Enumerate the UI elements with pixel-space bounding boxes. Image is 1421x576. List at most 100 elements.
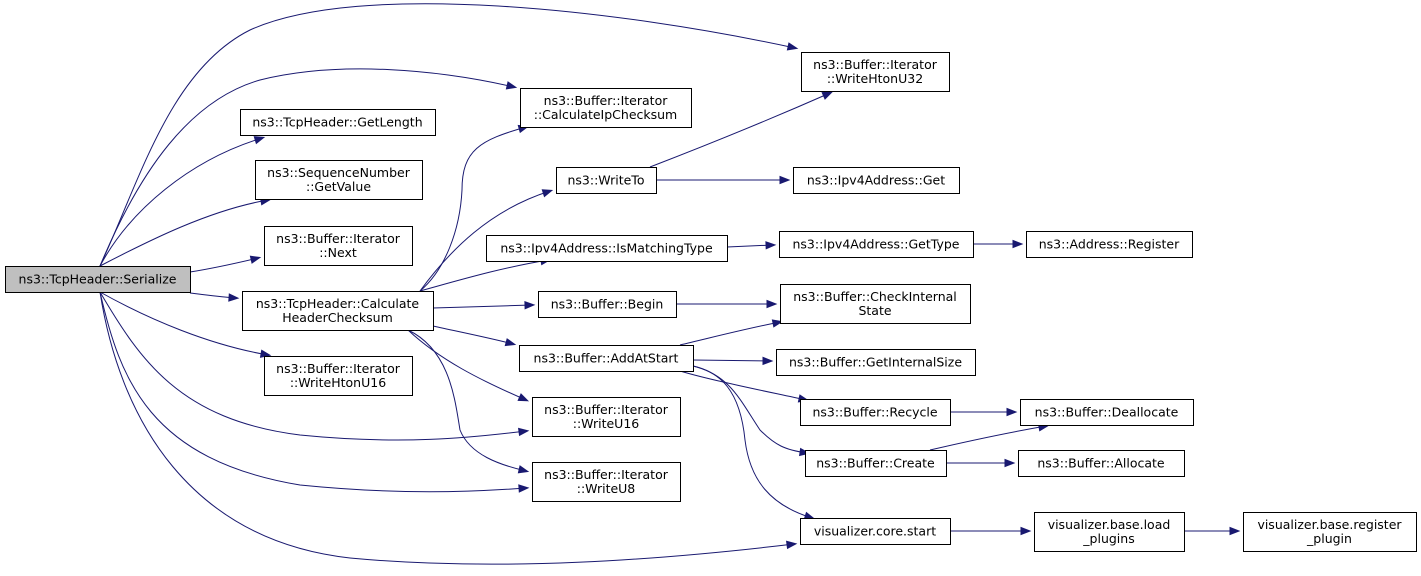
- arrowhead-icon: [517, 393, 530, 402]
- node-label: visualizer.core.start: [814, 524, 936, 539]
- node-ismatchingtype[interactable]: ns3::Ipv4Address::IsMatchingType: [486, 235, 728, 262]
- node-label: ns3::WriteTo: [568, 173, 645, 188]
- node-corestart[interactable]: visualizer.core.start: [800, 518, 951, 545]
- node-label: ns3::TcpHeader::Serialize: [19, 272, 177, 287]
- node-ipv4gettype[interactable]: ns3::Ipv4Address::GetType: [779, 231, 974, 258]
- node-label: ns3::Buffer::AddAtStart: [534, 351, 679, 366]
- node-writehtonu16[interactable]: ns3::Buffer::Iterator::WriteHtonU16: [264, 356, 413, 396]
- node-box: [1034, 512, 1185, 552]
- node-label: ns3::Buffer::Allocate: [1037, 456, 1165, 471]
- node-label: HeaderChecksum: [282, 310, 393, 325]
- arrowhead-icon: [1020, 526, 1032, 536]
- node-label: visualizer.base.register: [1257, 517, 1402, 532]
- arrowhead-icon: [541, 189, 554, 198]
- node-addatstart[interactable]: ns3::Buffer::AddAtStart: [519, 345, 694, 372]
- node-label: ns3::Buffer::Iterator: [544, 467, 669, 482]
- arrowhead-icon: [771, 319, 784, 328]
- edge-bufferbegin-to-checkinternalstate: [676, 299, 778, 309]
- edge-ipv4gettype-to-addressregister: [973, 239, 1024, 249]
- node-ipv4get[interactable]: ns3::Ipv4Address::Get: [793, 167, 960, 194]
- node-box: [1020, 399, 1194, 426]
- edge-line: [419, 259, 549, 292]
- node-serialize[interactable]: ns3::TcpHeader::Serialize: [5, 266, 191, 293]
- node-label: ::WriteU16: [573, 416, 640, 431]
- edge-serialize-to-getlength: [99, 136, 266, 267]
- node-getinternalsize[interactable]: ns3::Buffer::GetInternalSize: [776, 349, 976, 376]
- edge-serialize-to-writehtonu16: [99, 291, 272, 358]
- edge-serialize-to-calcheaderchecksum: [189, 292, 240, 302]
- arrowhead-icon: [765, 241, 777, 250]
- edge-calcheaderchecksum-to-ismatchingtype: [419, 257, 552, 292]
- node-writeu16[interactable]: ns3::Buffer::Iterator::WriteU16: [532, 397, 681, 437]
- edge-line: [99, 3, 796, 267]
- node-allocate[interactable]: ns3::Buffer::Allocate: [1018, 450, 1185, 477]
- node-label: State: [858, 303, 891, 318]
- node-iternext[interactable]: ns3::Buffer::Iterator::Next: [264, 226, 413, 266]
- node-deallocate[interactable]: ns3::Buffer::Deallocate: [1020, 399, 1194, 426]
- node-label: ns3::Buffer::Deallocate: [1035, 405, 1179, 420]
- node-box: [793, 167, 960, 194]
- node-label: ns3::Buffer::Iterator: [276, 231, 401, 246]
- edge-calcheaderchecksum-to-writeu8: [407, 329, 530, 474]
- node-create[interactable]: ns3::Buffer::Create: [805, 450, 947, 477]
- node-calcipchecksum[interactable]: ns3::Buffer::Iterator::CalculateIpChecks…: [520, 88, 692, 128]
- arrowhead-icon: [253, 136, 266, 145]
- node-box: [519, 345, 694, 372]
- node-addressregister[interactable]: ns3::Address::Register: [1026, 231, 1193, 258]
- edge-calcheaderchecksum-to-writeto: [419, 189, 554, 292]
- node-writehtonu32[interactable]: ns3::Buffer::Iterator::WriteHtonU32: [801, 52, 950, 92]
- node-box: [556, 167, 657, 194]
- edge-line: [99, 199, 269, 267]
- node-seqgetvalue[interactable]: ns3::SequenceNumber::GetValue: [255, 160, 423, 200]
- edge-line: [407, 329, 527, 472]
- node-label: ns3::Buffer::Begin: [551, 297, 664, 312]
- node-label: ns3::Ipv4Address::GetType: [793, 237, 960, 252]
- edge-line: [929, 425, 1047, 451]
- edge-writeto-to-writehtonu32: [649, 91, 834, 168]
- arrowhead-icon: [518, 427, 530, 437]
- edge-serialize-to-writeu16: [99, 291, 530, 441]
- arrowhead-icon: [1004, 458, 1016, 468]
- edge-line: [679, 370, 807, 401]
- node-label: ns3::Address::Register: [1039, 237, 1180, 252]
- edge-serialize-to-corestart: [99, 291, 798, 565]
- edge-recycle-to-deallocate: [950, 407, 1018, 417]
- edge-line: [692, 365, 813, 519]
- edge-line: [407, 329, 527, 401]
- edge-serialize-to-iternext: [189, 255, 262, 273]
- node-label: visualizer.base.load: [1048, 517, 1171, 532]
- nodes-layer: ns3::TcpHeader::Serializens3::Buffer::It…: [5, 52, 1417, 552]
- node-label: ns3::Buffer::Iterator: [813, 57, 938, 72]
- edge-corestart-to-loadplugins: [950, 526, 1032, 536]
- arrowhead-icon: [517, 465, 530, 474]
- node-box: [1026, 231, 1193, 258]
- node-box: [776, 349, 976, 376]
- node-writeto[interactable]: ns3::WriteTo: [556, 167, 657, 194]
- node-writeu8[interactable]: ns3::Buffer::Iterator::WriteU8: [532, 462, 681, 502]
- node-label: ns3::Buffer::Recycle: [812, 405, 937, 420]
- arrowhead-icon: [1006, 407, 1018, 417]
- edge-line: [99, 291, 527, 441]
- node-bufferbegin[interactable]: ns3::Buffer::Begin: [538, 291, 677, 318]
- edge-line: [432, 325, 514, 345]
- arrowhead-icon: [524, 300, 536, 310]
- edge-line: [432, 304, 533, 309]
- node-label: ns3::SequenceNumber: [267, 165, 411, 180]
- edge-addatstart-to-create: [692, 365, 811, 457]
- node-getlength[interactable]: ns3::TcpHeader::GetLength: [240, 109, 436, 136]
- node-box: [779, 231, 974, 258]
- node-box: [242, 291, 434, 331]
- arrowhead-icon: [786, 540, 798, 550]
- arrowhead-icon: [504, 338, 517, 347]
- node-box: [1243, 512, 1417, 552]
- node-recycle[interactable]: ns3::Buffer::Recycle: [800, 399, 951, 426]
- node-loadplugins[interactable]: visualizer.base.load_plugins: [1034, 512, 1185, 552]
- node-registerplugin[interactable]: visualizer.base.register_plugin: [1243, 512, 1417, 552]
- edge-writeto-to-ipv4get: [656, 175, 791, 185]
- node-label: ns3::TcpHeader::Calculate: [256, 296, 420, 311]
- node-box: [801, 52, 950, 92]
- edge-line: [692, 359, 771, 362]
